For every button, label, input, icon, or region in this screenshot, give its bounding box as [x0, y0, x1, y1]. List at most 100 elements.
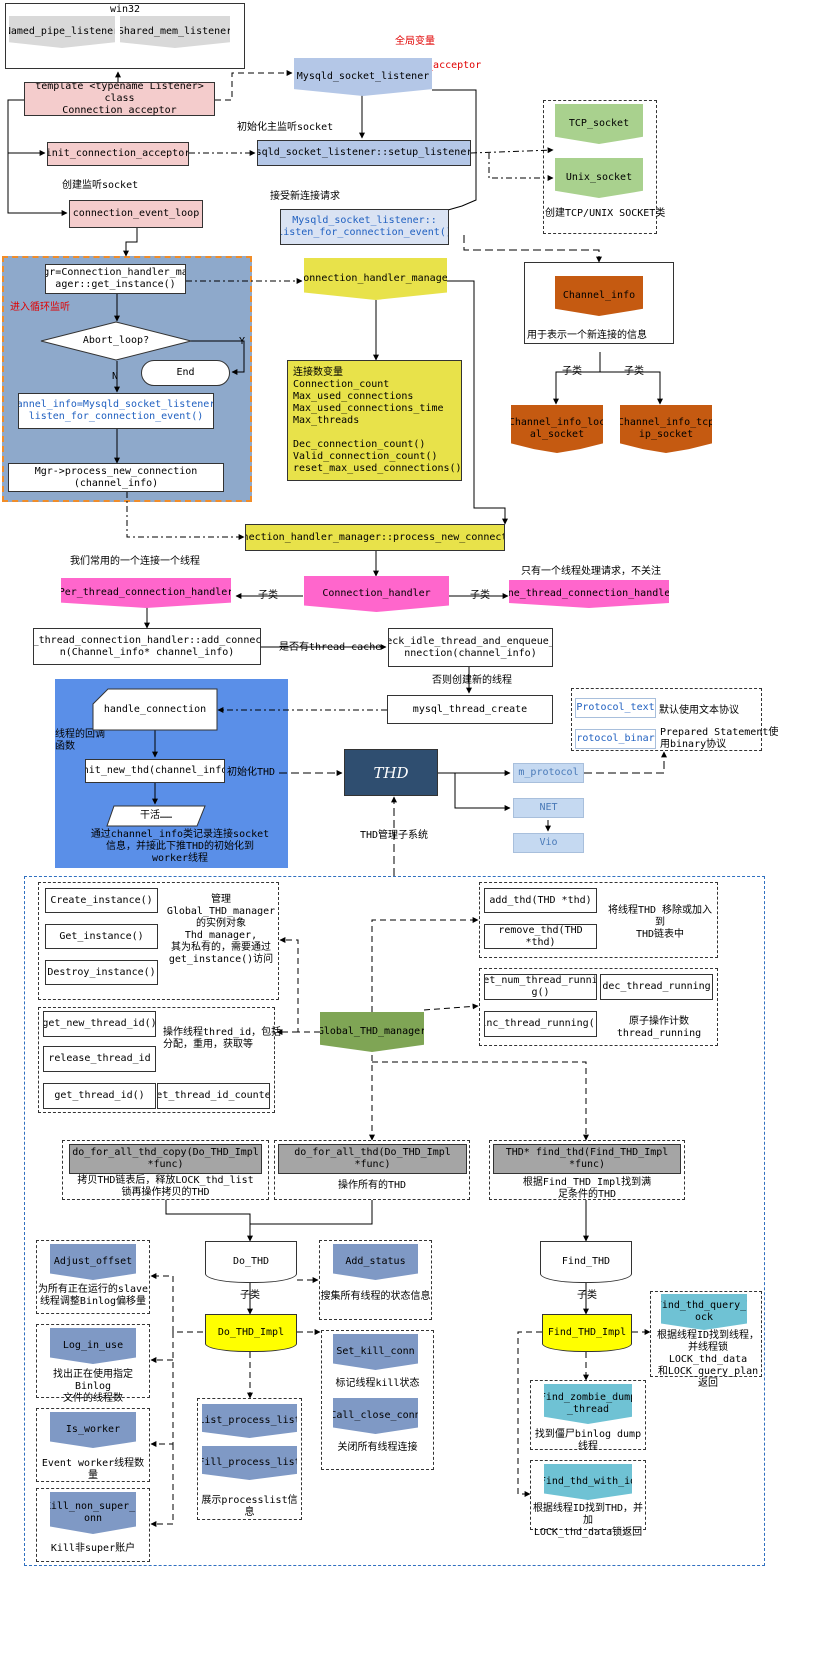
connection-count-vars-node: 连接数变量 Connection_count Max_used_connecti… [287, 360, 462, 481]
channel-sub-left-label: 子类 [562, 366, 582, 377]
abort-no-label: N [112, 371, 119, 382]
process-new-connection-call-node: Mgr->process_new_connection (channel_inf… [8, 463, 224, 492]
instance-note: 管理Global_THD_manager 的实例对象Thd_manager, 其… [166, 894, 276, 965]
do-thd-sub-label: 子类 [240, 1290, 260, 1301]
is-worker-note: Event worker线程数量 [41, 1458, 145, 1481]
do-for-all-thd-copy-node: do_for_all_thd_copy(Do_THD_Impl *func) [69, 1144, 262, 1174]
protocol-text-node: Protocol_text [575, 698, 656, 718]
init-socket-note: 初始化主监听socket [237, 122, 334, 133]
thread-cache-note: 是否有thread cache [279, 642, 382, 653]
call-close-note: 关闭所有线程连接 [337, 1442, 418, 1453]
find-thd-class-node: Find_THD [540, 1241, 632, 1283]
connection-handler-manager-node: Connection_handler_manager [304, 258, 447, 300]
adjust-group [36, 1240, 150, 1314]
for-all-copy-group [62, 1140, 269, 1200]
unix-socket-node: Unix_socket [555, 158, 643, 198]
adjust-offset-note: 为所有正在运行的slave 线程调整Binlog偏移量 [37, 1284, 149, 1307]
per-thread-sub-label: 子类 [258, 590, 278, 601]
channel-info-assign-node: Channel_info=Mysqld_socket_listener:: li… [18, 393, 214, 429]
handle-connection-label: handle_connection [103, 704, 207, 715]
find-thd-with-id-node: Find_thd_with_id [544, 1464, 632, 1500]
kill-group [36, 1488, 150, 1562]
mysql-thread-create-node: mysql_thread_create [387, 695, 553, 724]
create-tcp-unix-note: 创建TCP/UNIX SOCKET类 [545, 208, 666, 219]
listen-for-connection-event-node: Mysqld_socket_listener:: listen_for_conn… [280, 209, 449, 245]
inc-thread-running-node: inc_thread_running() [484, 1011, 597, 1037]
connection-event-loop-node: connection_event_loop [69, 200, 203, 228]
log-group [36, 1324, 150, 1398]
init-thd-note: 初始化THD [227, 767, 276, 778]
with-id-note: 根据线程ID找到THD，并加 LOCK_thd_data锁返回 [532, 1503, 644, 1538]
set-kill-conn-node: Set_kill_conn [333, 1334, 418, 1370]
for-all-note: 操作所有的THD [337, 1180, 407, 1191]
thd-list-note: 将线程THD 移除或加入到 THD链表中 [607, 905, 713, 940]
else-create-thread-note: 否则创建新的线程 [432, 675, 512, 686]
init-new-thd-node: init_new_thd(channel_info) [85, 759, 225, 783]
connection-acceptor-node: template <typename Listener> class Conne… [24, 82, 215, 116]
init-connection-acceptor-node: init_connection_acceptor [47, 142, 189, 166]
find-thd-impl-node: Find_THD_Impl [542, 1314, 632, 1352]
instance-group [38, 882, 279, 1000]
named-pipe-listener-node: Named_pipe_listener [9, 16, 115, 48]
get-thread-id-node: get_thread_id() [43, 1083, 156, 1109]
remove-thd-node: remove_thd(THD *thd) [484, 924, 597, 949]
set-kill-note: 标记线程kill状态 [335, 1378, 420, 1389]
get-instance-method-node: Get_instance() [45, 924, 158, 949]
kill-close-group [321, 1330, 434, 1470]
vio-node: Vio [513, 833, 584, 853]
one-thread-note: 只有一个线程处理请求，不关注 [521, 566, 661, 577]
connection-handler-node: Connection_handler [304, 576, 449, 612]
is-worker-node: Is_worker [50, 1412, 136, 1448]
set-thread-id-counter-node: set_thread_id_counter [157, 1083, 270, 1109]
ellipsis-shape [106, 805, 206, 827]
channel-info-node: Channel_info [555, 276, 643, 316]
list-process-list-node: List_process_list [202, 1404, 297, 1438]
kill-non-super-conn-node: Kill_non_super_c onn [50, 1492, 136, 1534]
thd-list-group [479, 882, 718, 958]
find-thd-query-lock-node: Find_thd_query_l ock [661, 1294, 747, 1330]
common-thread-note: 我们常用的一个连接一个线程 [70, 556, 200, 567]
global-var-line1: 全局变量 [395, 36, 435, 47]
win32-group [5, 3, 245, 69]
end-node: End [141, 360, 230, 386]
accept-conn-note: 接受新连接请求 [270, 191, 340, 202]
get-instance-node: Mgr=Connection_handler_man ager::get_ins… [45, 264, 186, 294]
abort-loop-diamond [40, 321, 192, 361]
abort-yes-label: Y [239, 336, 246, 347]
adjust-offset-node: Adjust_offset [50, 1244, 136, 1280]
find-zombie-dump-thread-node: Find_zombie_dump _thread [544, 1384, 632, 1424]
thd-manager-subsystem-note: THD管理子系统 [360, 830, 429, 841]
channel-info-tcpip-socket-node: Channel_info_tcp ip_socket [620, 405, 712, 453]
thread-id-group [38, 1007, 275, 1113]
per-thread-handler-node: Per_thread_connection_handler [61, 578, 231, 608]
thd-node: THD [344, 749, 438, 796]
add-status-group [319, 1240, 432, 1320]
protocol-group [571, 688, 762, 751]
socket-types-group [543, 100, 657, 234]
find-thd-method-node: THD* find_thd(Find_THD_Impl *func) [493, 1144, 681, 1174]
call-close-conn-node: Call_close_conn [333, 1398, 418, 1434]
release-thread-id-node: release_thread_id [43, 1046, 156, 1072]
thd-manager-region [24, 876, 765, 1566]
win32-title: win32 [109, 4, 141, 15]
ellipsis-label: 干活…… [139, 810, 173, 821]
log-in-use-node: Log_in_use [50, 1328, 136, 1364]
channel-sub-right-label: 子类 [624, 366, 644, 377]
handle-connection-shape [92, 688, 218, 731]
setup-listener-node: Mysqld_socket_listener::setup_listener() [257, 140, 471, 166]
kill-non-super-note: Kill非super账户 [50, 1543, 136, 1554]
protocol-binary-node: protocol_binary [575, 729, 656, 749]
enter-loop-label: 进入循环监听 [10, 302, 70, 313]
zombie-note: 找到僵尸binlog dump线程 [534, 1429, 642, 1452]
channel-info-note: 用于表示一个新连接的信息 [527, 330, 647, 341]
do-thd-impl-node: Do_THD_Impl [205, 1314, 297, 1352]
add-status-note: 搜集所有线程的状态信息 [320, 1291, 431, 1302]
net-node: NET [513, 798, 584, 818]
find-thd-note: 根据Find_THD_Impl找到满 足条件的THD [522, 1177, 652, 1200]
query-lock-note: 根据线程ID找到线程， 并线程锁LOCK_thd_data 和LOCK_quer… [656, 1330, 760, 1389]
do-thd-node: Do_THD [205, 1241, 297, 1283]
mysqld-socket-listener-node: Mysqld_socket_listener [294, 58, 432, 96]
create-socket-note: 创建监听socket [62, 180, 139, 191]
